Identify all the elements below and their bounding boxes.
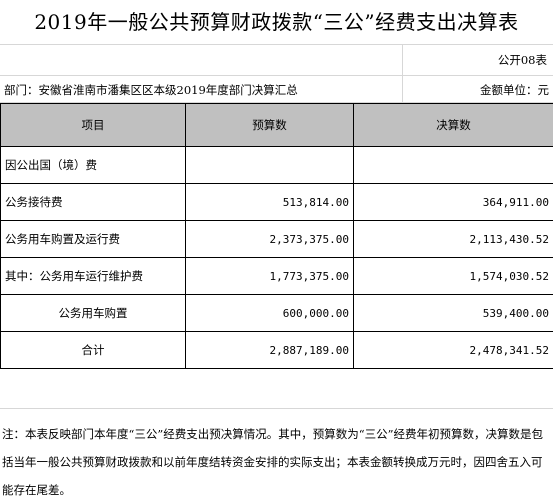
header-item: 项目 xyxy=(1,104,186,147)
footnote: 注：本表反映部门本年度“三公”经费支出预决算情况。其中，预算数为“三公”经费年初… xyxy=(2,420,550,504)
form-number: 公开08表 xyxy=(498,52,547,68)
sheet-gridline xyxy=(0,44,553,45)
table-row: 其中：公务用车运行维护费 1,773,375.00 1,574,030.52 xyxy=(1,258,553,295)
row-item: 公务用车购置 xyxy=(1,295,186,332)
row-budget: 513,814.00 xyxy=(186,184,354,221)
table-row: 公务用车购置 600,000.00 539,400.00 xyxy=(1,295,553,332)
header-budget: 预算数 xyxy=(186,104,354,147)
row-actual: 2,113,430.52 xyxy=(354,221,553,258)
row-actual xyxy=(354,147,553,184)
page-title: 2019年一般公共预算财政拨款“三公”经费支出决算表 xyxy=(0,6,553,35)
sheet-gridline xyxy=(0,75,553,76)
table-row: 公务用车购置及运行费 2,373,375.00 2,113,430.52 xyxy=(1,221,553,258)
sheet-gridline xyxy=(402,44,403,102)
row-actual: 364,911.00 xyxy=(354,184,553,221)
row-budget xyxy=(186,147,354,184)
header-actual: 决算数 xyxy=(354,104,553,147)
row-item: 公务用车购置及运行费 xyxy=(1,221,186,258)
department-label: 部门：安徽省淮南市潘集区区本级2019年度部门决算汇总 xyxy=(4,82,298,98)
unit-label: 金额单位：元 xyxy=(480,82,549,98)
row-budget: 600,000.00 xyxy=(186,295,354,332)
row-item: 公务接待费 xyxy=(1,184,186,221)
row-budget: 2,373,375.00 xyxy=(186,221,354,258)
row-actual: 2,478,341.52 xyxy=(354,332,553,369)
row-budget: 2,887,189.00 xyxy=(186,332,354,369)
table-header-row: 项目 预算数 决算数 xyxy=(1,104,553,147)
row-actual: 1,574,030.52 xyxy=(354,258,553,295)
table-row: 因公出国（境）费 xyxy=(1,147,553,184)
row-item: 合计 xyxy=(1,332,186,369)
table-row: 公务接待费 513,814.00 364,911.00 xyxy=(1,184,553,221)
expenditure-table: 项目 预算数 决算数 因公出国（境）费 公务接待费 513,814.00 364… xyxy=(0,103,553,369)
row-item: 其中：公务用车运行维护费 xyxy=(1,258,186,295)
row-budget: 1,773,375.00 xyxy=(186,258,354,295)
table-row-total: 合计 2,887,189.00 2,478,341.52 xyxy=(1,332,553,369)
row-item: 因公出国（境）费 xyxy=(1,147,186,184)
row-actual: 539,400.00 xyxy=(354,295,553,332)
sheet-gridline xyxy=(0,408,553,409)
